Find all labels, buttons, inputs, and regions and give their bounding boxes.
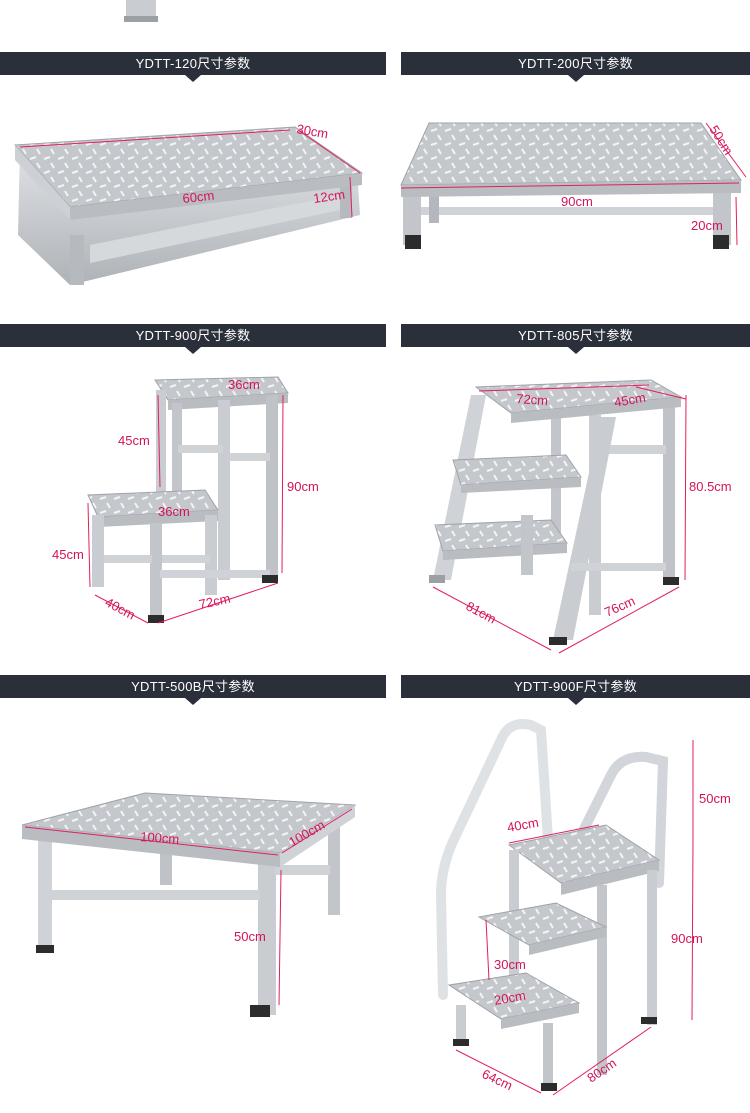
- product-image-ydtt-805: 72cm 45cm 80.5cm 81cm 76cm: [401, 355, 750, 665]
- dimension-label: 72cm: [516, 391, 549, 408]
- dimension-label: 64cm: [480, 1066, 515, 1093]
- dimension-label: 90cm: [561, 194, 593, 209]
- dimension-label: 36cm: [228, 377, 260, 392]
- product-image-ydtt-900: 36cm 45cm 90cm 36cm 45cm 40cm 72cm: [0, 355, 386, 665]
- product-image-ydtt-900f: 50cm 40cm 90cm 30cm 20cm 64cm 80cm: [401, 705, 750, 1105]
- model-title: YDTT-120尺寸参数: [135, 56, 251, 71]
- header-ydtt-120: YDTT-120尺寸参数: [0, 52, 386, 82]
- product-image-ydtt-500b: 100cm 100cm 50cm: [0, 705, 386, 1035]
- product-image-ydtt-200: 90cm 50cm 20cm: [400, 85, 750, 300]
- dimension-label: 20cm: [691, 218, 723, 233]
- model-title: YDTT-500B尺寸参数: [131, 679, 255, 694]
- dimension-label: 72cm: [198, 591, 232, 612]
- header-ydtt-500b: YDTT-500B尺寸参数: [0, 675, 386, 705]
- dimension-label: 76cm: [602, 593, 637, 620]
- model-title: YDTT-900尺寸参数: [135, 328, 251, 343]
- header-ydtt-805: YDTT-805尺寸参数: [401, 324, 750, 354]
- dimension-label: 80.5cm: [689, 479, 732, 494]
- header-ydtt-200: YDTT-200尺寸参数: [401, 52, 750, 82]
- dimension-label: 90cm: [287, 479, 319, 494]
- dimension-label: 45cm: [118, 433, 150, 448]
- dimension-label: 30cm: [295, 121, 329, 141]
- dimension-label: 12cm: [312, 187, 346, 206]
- dimension-label: 50cm: [234, 929, 266, 944]
- model-title: YDTT-805尺寸参数: [518, 328, 633, 343]
- header-ydtt-900f: YDTT-900F尺寸参数: [401, 675, 750, 705]
- dimension-label: 90cm: [671, 931, 703, 946]
- product-image-ydtt-120: 30cm 60cm 12cm: [0, 85, 386, 300]
- dimension-label: 100cm: [140, 829, 180, 847]
- dimension-label: 20cm: [493, 988, 527, 1008]
- dimension-label: 45cm: [52, 547, 84, 562]
- model-title: YDTT-200尺寸参数: [518, 56, 633, 71]
- dimension-label: 40cm: [506, 815, 540, 835]
- dimension-label: 45cm: [613, 390, 647, 410]
- dimension-label: 50cm: [699, 791, 731, 806]
- previous-product-leg: [124, 0, 158, 22]
- header-ydtt-900: YDTT-900尺寸参数: [0, 324, 386, 354]
- dimension-label: 81cm: [464, 598, 499, 626]
- dimension-label: 30cm: [494, 957, 526, 972]
- model-title: YDTT-900F尺寸参数: [513, 679, 638, 694]
- dimension-label: 60cm: [182, 188, 215, 206]
- dimension-label: 36cm: [158, 504, 190, 519]
- dimension-label: 40cm: [103, 594, 138, 622]
